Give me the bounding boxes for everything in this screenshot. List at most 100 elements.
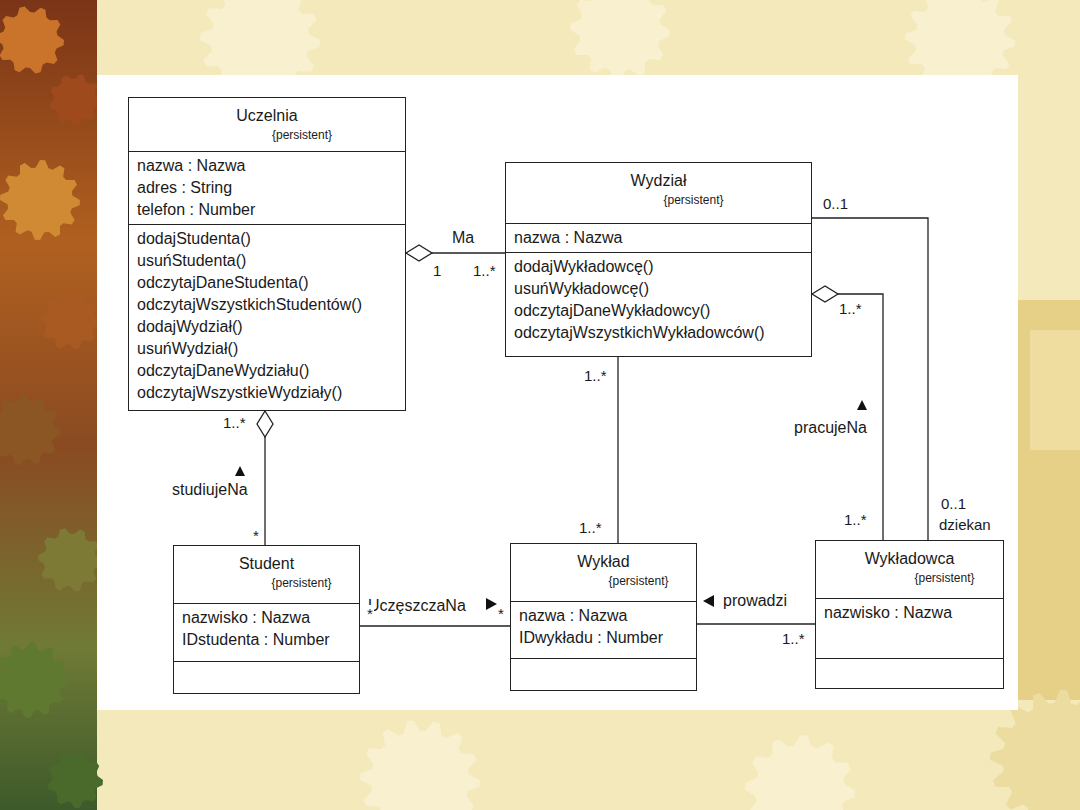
uml-class-box: Wykładowca{persistent} nazwisko : Nazwa — [815, 540, 1004, 689]
gear-shape — [0, 160, 80, 240]
attribute: nazwisko : Nazwa — [182, 607, 351, 629]
attribute-compartment: nazwa : Nazwaadres : Stringtelefon : Num… — [129, 151, 405, 224]
operation: odczytajWszystkichWykładowców() — [514, 322, 803, 344]
multiplicity: 1..* — [838, 300, 863, 318]
class-name: Wydział — [514, 166, 803, 192]
association-path — [360, 625, 510, 626]
association-path — [812, 218, 928, 540]
class-name: Wykładowca — [824, 544, 995, 570]
gear-shape — [360, 720, 480, 810]
gear-shape — [40, 290, 100, 349]
gear-shape — [47, 752, 103, 808]
class-name: Uczelnia — [137, 101, 397, 127]
uml-class-box: Wykład{persistent}nazwa : NazwaIDwykładu… — [510, 543, 697, 691]
stereotype: {persistent} — [519, 573, 688, 589]
association-line — [812, 218, 928, 540]
operation: usuńWydział() — [137, 338, 397, 360]
gear-shape — [0, 642, 68, 718]
gear-shape — [570, 0, 670, 80]
direction-triangle — [235, 466, 245, 476]
operation: dodajWykładowcę() — [514, 256, 803, 278]
association-line — [406, 245, 505, 261]
association-name: pracujeNa — [793, 419, 868, 437]
class-name-compartment: Uczelnia{persistent} — [129, 98, 405, 151]
attribute: telefon : Number — [137, 199, 397, 221]
class-name-compartment: Wykładowca{persistent} — [816, 541, 1003, 598]
aggregation-diamond — [812, 286, 838, 302]
multiplicity: 1..* — [578, 519, 603, 537]
association-path — [697, 623, 815, 624]
association-line — [697, 624, 815, 625]
association-line — [360, 626, 510, 627]
operation: odczytajDaneWykładowcy() — [514, 300, 803, 322]
attribute-compartment: nazwa : NazwaIDwykładu : Number — [511, 601, 696, 658]
operation-compartment — [174, 661, 359, 693]
operation: odczytajWszystkichStudentów() — [137, 294, 397, 316]
association-path — [812, 294, 883, 540]
class-name-compartment: Wykład{persistent} — [511, 544, 696, 601]
operation-compartment: dodajStudenta()usuńStudenta()odczytajDan… — [129, 224, 405, 410]
operation: odczytajWszystkieWydziały() — [137, 382, 397, 404]
attribute-compartment: nazwisko : NazwaIDstudenta : Number — [174, 603, 359, 661]
operation-compartment: dodajWykładowcę()usuńWykładowcę()odczyta… — [506, 252, 811, 356]
right-patch — [1030, 330, 1080, 450]
direction-triangle — [857, 400, 867, 410]
aggregation-diamond — [257, 411, 273, 437]
stereotype: {persistent} — [824, 570, 995, 586]
gear-shape — [745, 735, 855, 810]
operation: usuńWykładowcę() — [514, 278, 803, 300]
gear-shape — [49, 74, 101, 126]
uml-class-box: Uczelnia{persistent}nazwa : Nazwaadres :… — [128, 97, 406, 411]
class-name: Student — [182, 549, 351, 575]
direction-triangle — [486, 598, 497, 610]
association-name: prowadzi — [722, 592, 788, 610]
operation-compartment — [816, 658, 1003, 688]
operation: usuńStudenta() — [137, 250, 397, 272]
gear-shape — [0, 6, 64, 73]
aggregation-diamond — [406, 245, 432, 261]
uml-class-box: Wydział{persistent}nazwa : NazwadodajWyk… — [505, 162, 812, 357]
uml-class-box: Student{persistent}nazwisko : NazwaIDstu… — [173, 545, 360, 694]
attribute: nazwa : Nazwa — [137, 155, 397, 177]
association-name: studiujeNa — [171, 481, 249, 499]
attribute: IDstudenta : Number — [182, 629, 351, 651]
class-name-compartment: Student{persistent} — [174, 546, 359, 603]
association-name: Ma — [451, 229, 475, 247]
gear-shape — [0, 394, 61, 466]
attribute: adres : String — [137, 177, 397, 199]
attribute: nazwisko : Nazwa — [824, 602, 995, 624]
association-name: UczęszczaNa — [367, 597, 467, 615]
multiplicity: 0..1 — [822, 195, 849, 213]
role-name: dziekan — [938, 516, 992, 534]
operation: dodajWydział() — [137, 316, 397, 338]
stereotype: {persistent} — [514, 192, 803, 208]
multiplicity: * — [366, 605, 374, 623]
attribute-compartment: nazwisko : Nazwa — [816, 598, 1003, 658]
multiplicity: 1..* — [843, 511, 868, 529]
multiplicity: 1..* — [781, 630, 806, 648]
association-line — [618, 357, 619, 543]
attribute-compartment: nazwa : Nazwa — [506, 223, 811, 252]
gear-shape — [38, 528, 102, 591]
association-line — [257, 411, 273, 545]
attribute: IDwykładu : Number — [519, 627, 688, 649]
multiplicity: 1 — [432, 262, 442, 280]
class-name-compartment: Wydział{persistent} — [506, 163, 811, 223]
direction-triangle — [703, 595, 714, 607]
multiplicity: 1..* — [472, 262, 497, 280]
class-name: Wykład — [519, 547, 688, 573]
operation: odczytajDaneStudenta() — [137, 272, 397, 294]
multiplicity: 1..* — [583, 367, 608, 385]
stereotype: {persistent} — [182, 575, 351, 591]
multiplicity: 1..* — [222, 414, 247, 432]
association-line — [812, 286, 883, 540]
operation-compartment — [511, 658, 696, 690]
association-path — [617, 357, 618, 543]
multiplicity: * — [497, 605, 505, 623]
multiplicity: * — [252, 527, 260, 545]
operation: odczytajDaneWydziału() — [137, 360, 397, 382]
operation: dodajStudenta() — [137, 228, 397, 250]
multiplicity: 0..1 — [940, 495, 967, 513]
